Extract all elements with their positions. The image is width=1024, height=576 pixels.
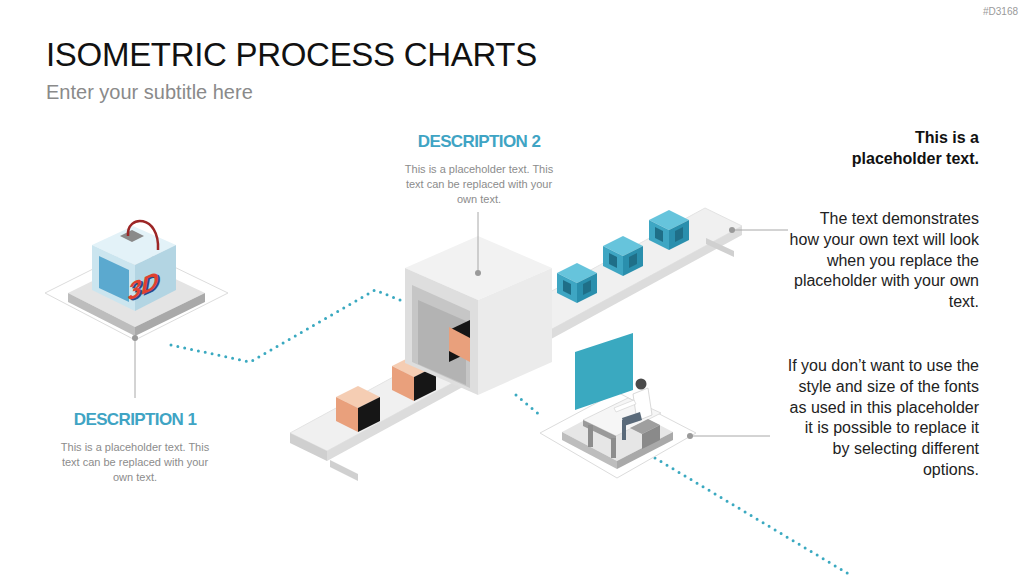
description-text: This is a placeholder text. This text ca… [404,162,554,207]
dotted-connector [171,290,405,362]
conveyor-belt [290,208,742,481]
leader-lines [132,212,788,439]
description-text: This is a placeholder text. This text ca… [60,440,210,485]
printer-mark: 3D [128,265,159,307]
dotted-connector [516,395,540,415]
machine-node: DESCRIPTION 2This is a placeholder text.… [405,245,553,395]
printer-station [45,221,228,340]
desk-station-node: If you don’t want to use the style and s… [540,330,695,485]
description-heading: DESCRIPTION 1 [45,410,225,430]
description-text: If you don’t want to use the style and s… [787,356,979,481]
callout-heading: This is a placeholder text. [839,127,979,169]
desk-station [540,333,696,478]
callout-text: The text demonstrates how your own text … [787,209,979,313]
slide-code: #D3168 [940,6,1018,17]
slide-title: ISOMETRIC PROCESS CHARTS [46,36,537,74]
dotted-path [655,458,852,576]
printer-station-node: DESCRIPTION 1This is a placeholder text.… [45,225,225,345]
slide-subtitle: Enter your subtitle here [46,81,253,104]
description-heading: DESCRIPTION 2 [405,132,553,152]
